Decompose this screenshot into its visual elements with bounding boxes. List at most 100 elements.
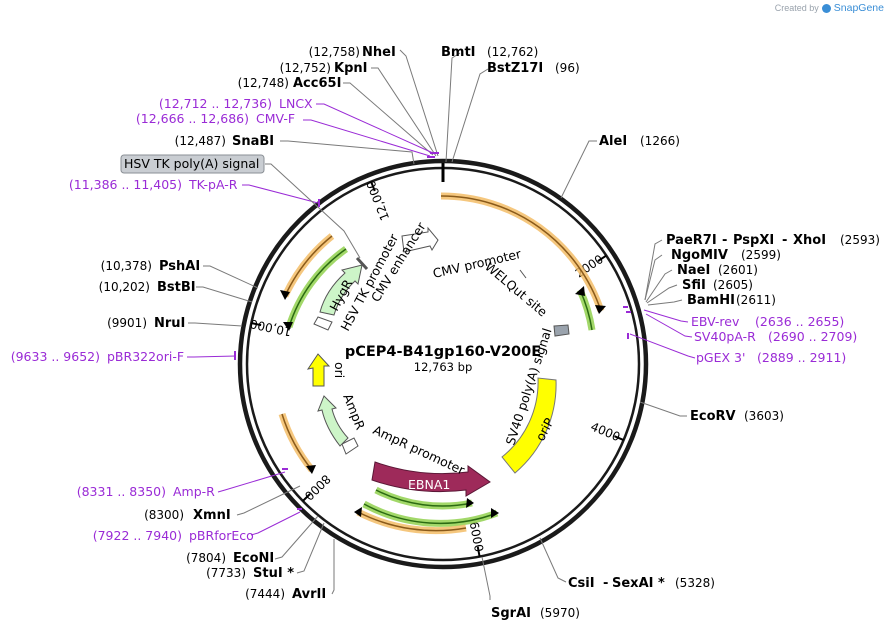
enzyme-bamhi: BamHI [687, 293, 735, 308]
enzyme-csii: CsiI [568, 576, 595, 591]
enzyme-ecorv-pos: (3603) [744, 409, 784, 423]
enzyme-xmni: XmnI [193, 508, 231, 523]
enzyme-sgrai: SgrAI [491, 606, 531, 621]
welqut-label: WELQut site [482, 259, 550, 320]
ring-tick-label: 6000 [467, 520, 486, 553]
primer-pbr322ori-f-range: (9633 .. 9652) [11, 349, 100, 364]
ampr-left-orange-arc [278, 412, 315, 473]
primer-tk-pa-r-range: (11,386 .. 11,405) [69, 177, 182, 192]
ring-tick-label: 12,000 [364, 178, 392, 222]
enzyme-econi-pos: (7804) [186, 551, 226, 565]
enzyme-stui-pos: (7733) [206, 566, 246, 580]
backbone-outer-ring [237, 158, 649, 570]
ampr-shape [317, 395, 349, 447]
primer-sv40pa-r: SV40pA-R [694, 329, 756, 344]
primer-ebv-rev: EBV-rev [691, 314, 740, 329]
enzyme-alei: AleI [599, 134, 627, 149]
enzyme-nrui-pos: (9901) [107, 316, 147, 330]
enzyme-bamhi-pos: (2611) [736, 293, 776, 307]
enzyme-pspxi: PspXI [733, 233, 774, 248]
sv40-marker [553, 324, 570, 337]
svg-text:-: - [722, 233, 727, 248]
primer-marks [234, 152, 631, 510]
enzyme-ngomiv-pos: (2599) [741, 248, 781, 262]
primer-lncx-range: (12,712 .. 12,736) [159, 96, 272, 111]
primer-pbrforeco: pBRforEco [189, 528, 254, 543]
ring-tick-mark [614, 435, 625, 441]
enzyme-ecorv: EcoRV [690, 409, 736, 424]
enzyme-labels: (12,758) NheI (12,752) KpnI (12,748) Acc… [99, 45, 880, 621]
primer-amp-r-range: (8331 .. 8350) [77, 484, 166, 499]
arc-arrowheads [280, 286, 606, 518]
enzyme-snabi: SnaBI [232, 134, 274, 149]
ebna1-label: EBNA1 [408, 477, 450, 492]
snapgene-watermark: Created by SnapGene [775, 2, 884, 14]
enzyme-leaders [188, 49, 687, 600]
enzyme-naei: NaeI [677, 263, 710, 278]
enzyme-bmti-pos: (12,762) [487, 45, 538, 59]
ori-label: ori [332, 362, 347, 378]
hsv-tk-polya-marker [355, 256, 369, 271]
enzyme-kpni-pos: (12,752) [280, 61, 331, 75]
enzyme-bstbi-pos: (10,202) [99, 280, 150, 294]
primer-tk-pa-r: TK-pA-R [188, 177, 238, 192]
hygr-shape [319, 264, 363, 316]
enzyme-avrii-pos: (7444) [245, 587, 285, 601]
enzyme-sfii-pos: (2605) [713, 278, 753, 292]
enzyme-snabi-pos: (12,487) [175, 134, 226, 148]
primer-pbr322ori-f: pBR322ori-F [107, 349, 184, 364]
hsv-tk-polya-label: HSV TK poly(A) signal [124, 156, 259, 171]
cmv-enhancer-shape [401, 226, 439, 253]
enzyme-avrii: AvrII [292, 587, 326, 602]
ring-tick-mark [597, 254, 607, 262]
enzyme-sfii: SfiI [682, 278, 706, 293]
created-by-text: Created by [774, 3, 819, 13]
inner-features [306, 226, 570, 497]
enzyme-paer7i: PaeR7I [666, 233, 717, 248]
enzyme-acc65i: Acc65I [293, 76, 341, 91]
ring-tick-mark [251, 322, 262, 327]
ampr-label: AmpR [340, 392, 368, 433]
enzyme-naei-pos: (2601) [718, 263, 758, 277]
enzyme-sexai-pos: (5328) [675, 576, 715, 590]
enzyme-ngomiv: NgoMIV [671, 248, 728, 263]
enzyme-sgrai-pos: (5970) [540, 606, 580, 620]
enzyme-acc65i-pos: (12,748) [238, 76, 289, 90]
enzyme-nhei-pos: (12,758) [309, 45, 360, 59]
enzyme-alei-pos: (1266) [640, 134, 680, 148]
enzyme-xhoi-pos: (2593) [840, 233, 880, 247]
ampr-promoter-shape [341, 437, 359, 455]
ring-tick-mark [302, 493, 311, 502]
ring-tick-label: 10,000 [249, 316, 293, 338]
svg-text:-: - [782, 233, 787, 248]
primer-pgex-3: pGEX 3' [696, 350, 745, 365]
ring-tick-mark [370, 181, 376, 192]
hsv-tk-promoter-shape [313, 316, 333, 331]
primer-amp-r: Amp-R [173, 484, 215, 499]
enzyme-bstz17i: BstZ17I [487, 61, 543, 76]
plasmid-name: pCEP4-B41gp160-V200E [345, 344, 541, 360]
enzyme-pshai-pos: (10,378) [101, 259, 152, 273]
ebna-green-arc-1 [374, 486, 473, 510]
enzyme-xhoi: XhoI [793, 233, 826, 248]
primer-cmv-f-range: (12,666 .. 12,686) [136, 111, 249, 126]
enzyme-sexai: SexAI * [612, 576, 665, 591]
primer-labels: (12,712 .. 12,736) LNCX (12,666 .. 12,68… [11, 96, 858, 543]
primer-ebv-rev-range: (2636 .. 2655) [755, 314, 844, 329]
snapgene-brand-text: SnapGene [833, 2, 884, 14]
enzyme-pshai: PshAI [159, 259, 200, 274]
ori-shape [306, 353, 331, 387]
primer-pgex-3-range: (2889 .. 2911) [757, 350, 846, 365]
welqut-marker [519, 269, 527, 279]
enzyme-kpni: KpnI [334, 61, 367, 76]
enzyme-bstbi: BstBI [157, 280, 196, 295]
feature-leaders [265, 163, 361, 259]
primer-cmv-f: CMV-F [256, 111, 295, 126]
enzyme-econi: EcoNI [233, 551, 274, 566]
enzyme-bmti: BmtI [441, 45, 476, 60]
enzyme-bstz17i-pos: (96) [555, 61, 580, 75]
svg-text:-: - [603, 576, 608, 591]
primer-lncx: LNCX [279, 96, 313, 111]
